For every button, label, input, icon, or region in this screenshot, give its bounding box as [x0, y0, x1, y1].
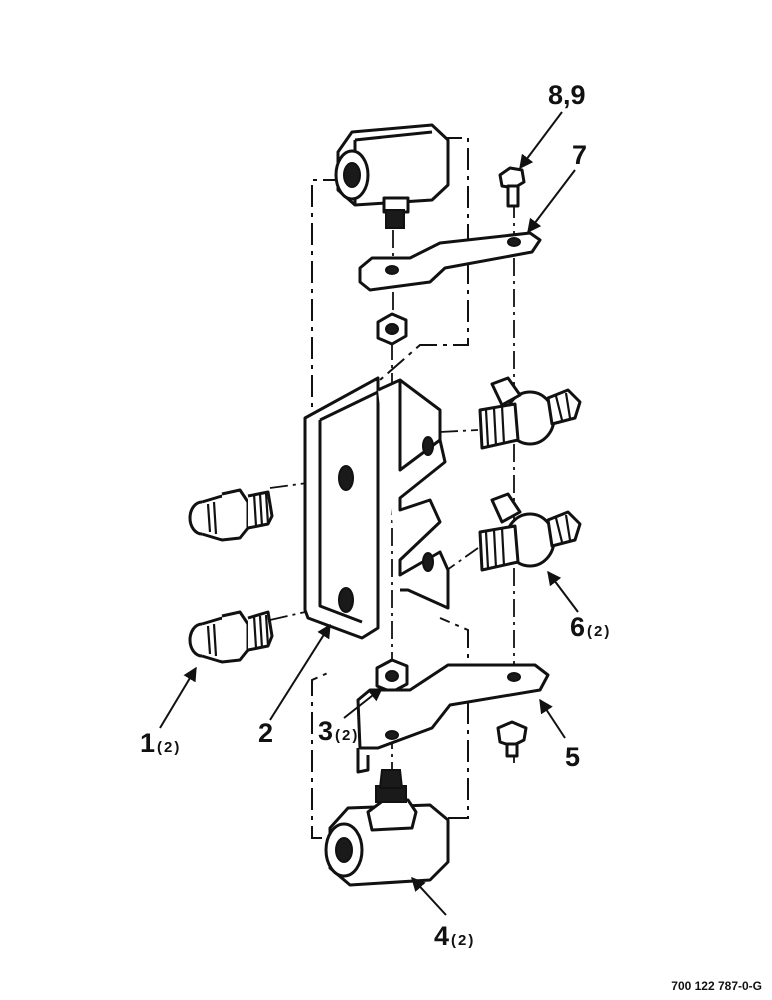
right-tee-fitting-lower	[478, 492, 582, 572]
leader-4	[411, 876, 447, 916]
document-number: 700 122 787-0-G	[671, 979, 762, 993]
upper-bracket	[358, 231, 542, 292]
upper-nut	[376, 312, 408, 346]
callout-6: 6(2)	[570, 612, 611, 642]
left-fitting-upper	[188, 488, 274, 542]
lower-bracket	[356, 663, 550, 774]
leader-5	[539, 698, 566, 739]
bottom-hex-adapter	[324, 769, 450, 887]
left-fitting-lower	[188, 610, 274, 664]
callout-4: 4(2)	[434, 921, 475, 951]
leader-2	[269, 623, 331, 721]
leader-1	[159, 666, 197, 729]
callout-7: 7	[572, 140, 587, 170]
right-tee-fitting-upper	[478, 376, 582, 450]
leader-arrows	[159, 111, 579, 916]
top-hex-adapter	[334, 123, 450, 229]
lower-screw	[496, 720, 528, 758]
channel-bracket	[303, 376, 450, 640]
leader-6	[547, 570, 579, 613]
callout-8-9: 8,9	[548, 80, 586, 110]
callout-labels: 1(2) 2 3(2) 4(2) 5 6(2) 7 8,9	[140, 80, 611, 951]
top-screw	[498, 166, 526, 208]
leader-7	[527, 169, 576, 234]
callout-1: 1(2)	[140, 728, 181, 758]
leader-8-9	[519, 111, 563, 170]
lower-nut	[375, 658, 409, 694]
callout-5: 5	[565, 742, 580, 772]
leader-3	[343, 687, 384, 719]
callout-2: 2	[258, 718, 273, 748]
callout-3: 3(2)	[318, 716, 359, 746]
